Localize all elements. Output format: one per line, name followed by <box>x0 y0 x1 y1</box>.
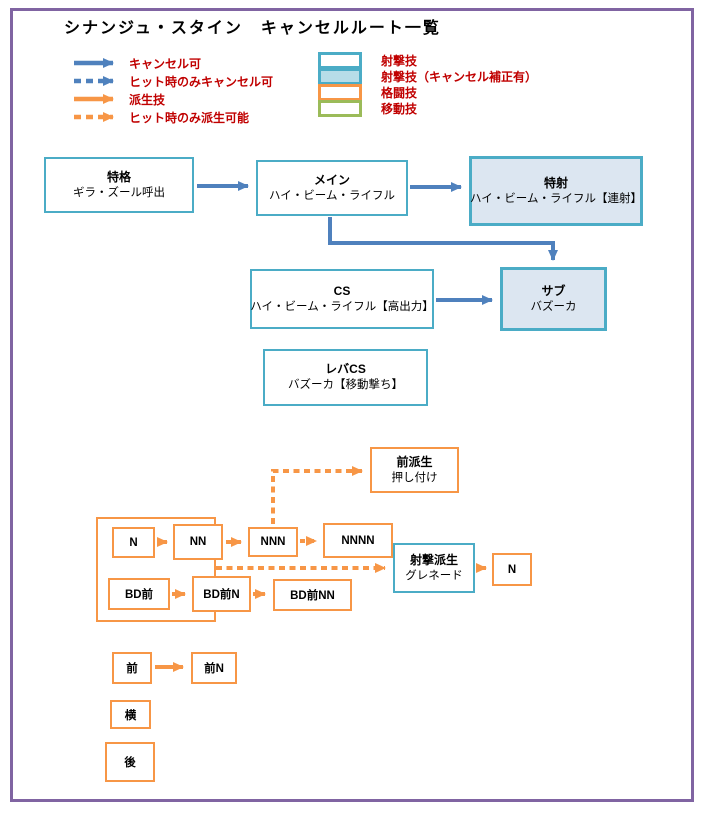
legend-row-shoot-corrected: 射撃技（キャンセル補正有） <box>318 67 538 85</box>
node-bd1-label: BD前 <box>124 589 154 601</box>
node-cs-subtitle: ハイ・ビーム・ライフル【高出力】 <box>250 300 434 313</box>
node-ushiro-label: 後 <box>124 757 136 769</box>
node-sub: サブ バズーカ <box>500 267 607 331</box>
shoot-box-swatch <box>318 51 362 69</box>
node-yoko-label: 横 <box>124 709 137 722</box>
legend-label-melee: 格闘技 <box>381 85 418 100</box>
legend-label-shoot-corrected: 射撃技（キャンセル補正有） <box>381 69 538 84</box>
legend-label-cancel: キャンセル可 <box>129 56 202 71</box>
node-n4-label: NNNN <box>341 534 375 547</box>
arrow-n3-to-mae-hasei-dashed <box>271 466 363 524</box>
node-n1: N <box>112 527 155 558</box>
node-tokkaku-subtitle: ギラ・ズール呼出 <box>73 186 165 199</box>
node-n3-label: NNN <box>260 536 286 548</box>
node-tokkaku-title: 特格 <box>106 169 131 184</box>
legend-row-derive: 派生技 <box>72 90 273 108</box>
node-n1-label: N <box>129 536 138 549</box>
node-main-subtitle: ハイ・ビーム・ライフル <box>269 189 395 202</box>
node-sub-subtitle: バズーカ <box>530 300 577 313</box>
node-mae-n: 前N <box>191 652 237 684</box>
node-yoko: 横 <box>110 700 151 729</box>
node-n2-label: NN <box>189 536 207 548</box>
node-ushiro: 後 <box>105 742 155 782</box>
node-sub-title: サブ <box>541 283 566 298</box>
node-bd3: BD前NN <box>273 579 352 611</box>
legend-label-move: 移動技 <box>381 101 418 116</box>
node-n-after-shageki: N <box>492 553 532 586</box>
node-tokusha-title: 特射 <box>543 175 568 190</box>
node-bd2-label: BD前N <box>203 589 240 601</box>
node-main-title: メイン <box>313 172 350 187</box>
combo-group-outline <box>96 517 216 622</box>
legend-row-move: 移動技 <box>318 99 537 117</box>
legend-row-shoot: 射撃技 <box>318 51 537 69</box>
page-title: シナンジュ・スタイン キャンセルルート一覧 <box>64 20 441 37</box>
node-lever-cs-title: レバCS <box>325 362 366 377</box>
dashed-orange-arrow-icon <box>74 112 114 122</box>
node-mae-hasei-subtitle: 押し付け <box>391 471 438 484</box>
legend-row-melee: 格闘技 <box>318 83 537 101</box>
node-lever-cs-subtitle: バズーカ【移動撃ち】 <box>288 379 403 392</box>
legend-row-hit-derive: ヒット時のみ派生可能 <box>72 108 273 126</box>
legend-label-hit-cancel: ヒット時のみキャンセル可 <box>129 74 274 89</box>
legend-box-types: 射撃技 射撃技（キャンセル補正有） 格闘技 移動技 <box>318 51 538 117</box>
solid-orange-arrow-icon <box>74 94 114 104</box>
legend-label-derive: 派生技 <box>129 92 166 107</box>
node-bd3-label: BD前NN <box>290 590 335 602</box>
node-shageki-hasei: 射撃派生 グレネード <box>393 543 475 593</box>
node-mae-label: 前 <box>126 663 138 675</box>
legend-row-hit-cancel: ヒット時のみキャンセル可 <box>72 72 273 90</box>
legend-row-cancel: キャンセル可 <box>72 54 273 72</box>
legend-label-hit-derive: ヒット時のみ派生可能 <box>129 110 250 125</box>
node-mae-hasei: 前派生 押し付け <box>370 447 459 493</box>
node-main: メイン ハイ・ビーム・ライフル <box>256 160 408 216</box>
legend-arrow-types: キャンセル可 ヒット時のみキャンセル可 派生技 ヒット時のみ派生可能 <box>72 54 273 126</box>
arrow-main-to-sub <box>328 217 558 261</box>
node-n2: NN <box>173 524 223 560</box>
node-bd1: BD前 <box>108 578 170 610</box>
node-mae-hasei-title: 前派生 <box>396 454 433 469</box>
legend-label-shoot: 射撃技 <box>381 53 418 68</box>
melee-box-swatch <box>318 83 362 101</box>
move-box-swatch <box>318 99 362 117</box>
node-tokusha-subtitle: ハイ・ビーム・ライフル【連射】 <box>470 192 642 205</box>
node-cs: CS ハイ・ビーム・ライフル【高出力】 <box>250 269 434 329</box>
node-tokkaku: 特格 ギラ・ズール呼出 <box>44 157 194 213</box>
node-shageki-hasei-title: 射撃派生 <box>409 552 458 567</box>
node-mae: 前 <box>112 652 152 684</box>
node-shageki-hasei-subtitle: グレネード <box>405 569 463 582</box>
node-lever-cs: レバCS バズーカ【移動撃ち】 <box>263 349 428 406</box>
node-bd2: BD前N <box>192 576 251 612</box>
node-n4: NNNN <box>323 523 393 558</box>
shoot-corrected-box-swatch <box>318 67 362 85</box>
solid-blue-arrow-icon <box>74 58 114 68</box>
node-cs-title: CS <box>333 283 351 298</box>
node-n-after-shageki-label: N <box>507 563 517 576</box>
node-n3: NNN <box>248 527 298 557</box>
node-mae-n-label: 前N <box>204 663 224 675</box>
node-tokusha: 特射 ハイ・ビーム・ライフル【連射】 <box>469 156 643 226</box>
dashed-blue-arrow-icon <box>74 76 114 86</box>
